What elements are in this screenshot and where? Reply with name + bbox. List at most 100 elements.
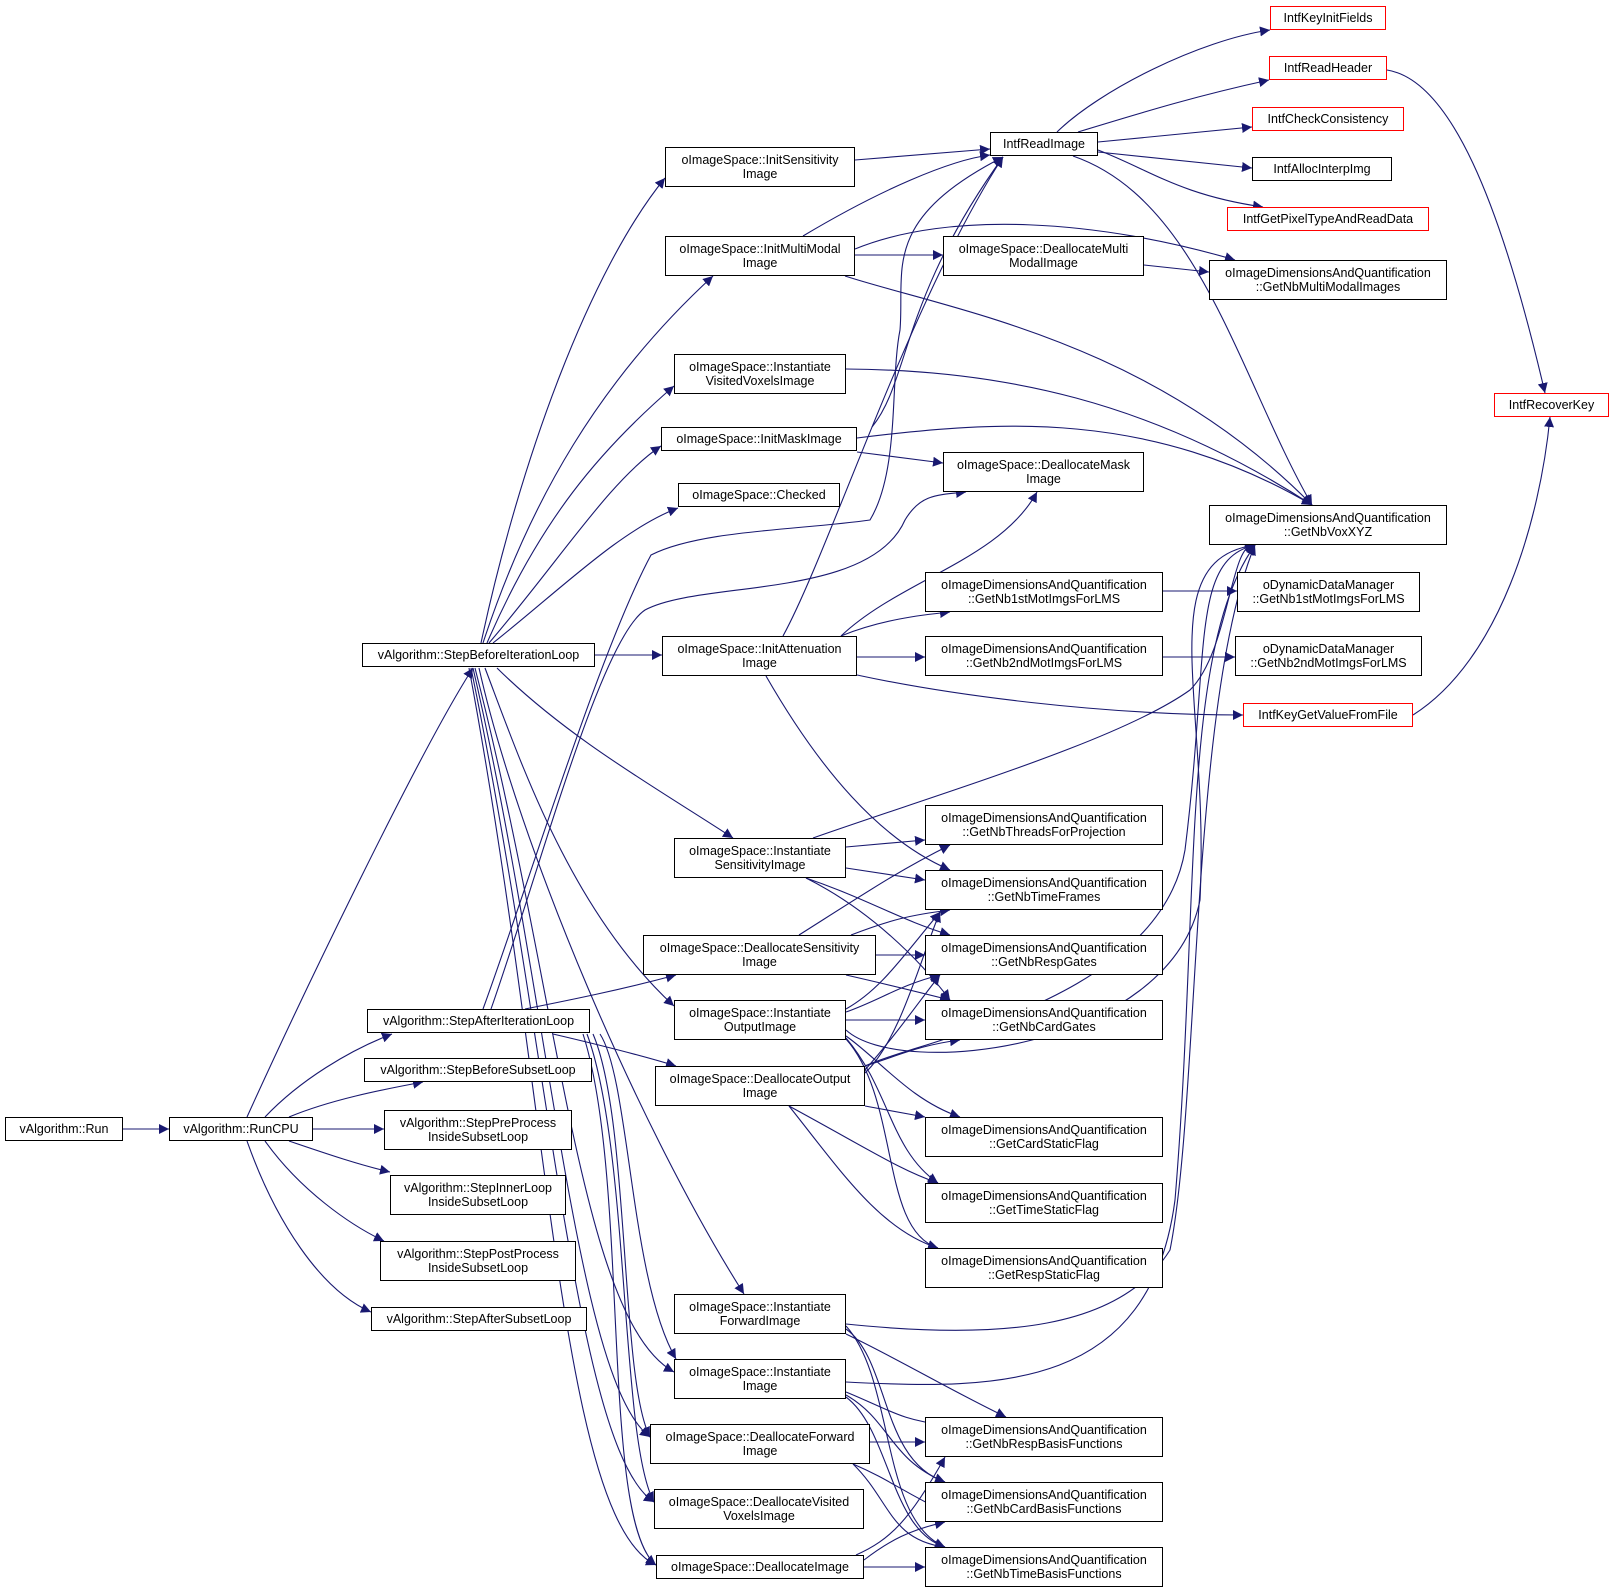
node-get-nb-vox-xyz[interactable]: oImageDimensionsAndQuantification::GetNb… <box>1209 505 1447 545</box>
call-edge <box>845 544 1256 1331</box>
node-step-after-iteration-loop[interactable]: vAlgorithm::StepAfterIterationLoop <box>367 1009 590 1033</box>
call-edge <box>264 1140 385 1242</box>
node-label-line: ::GetNbCardGates <box>992 1020 1096 1034</box>
node-label-line: VoxelsImage <box>723 1509 795 1523</box>
node-get-nb-multimodal-images[interactable]: oImageDimensionsAndQuantification::GetNb… <box>1209 260 1447 300</box>
node-label-line: oImageDimensionsAndQuantification <box>941 1123 1147 1137</box>
node-get-nb2nd-mot-imgs-for-lms[interactable]: oImageDimensionsAndQuantification::GetNb… <box>925 636 1163 676</box>
call-edge <box>850 906 951 936</box>
node-label-line: oImageSpace::InitMultiModal <box>679 242 841 256</box>
call-edge <box>246 667 474 1118</box>
call-edge <box>480 177 666 644</box>
node-ddm-get-nb2nd-mot-imgs-for-lms[interactable]: oDynamicDataManager::GetNb2ndMotImgsForL… <box>1235 636 1422 676</box>
node-checked[interactable]: oImageSpace::Checked <box>678 483 840 507</box>
node-label-line: ::GetNbTimeBasisFunctions <box>966 1567 1122 1581</box>
node-get-nb-card-basis-functions[interactable]: oImageDimensionsAndQuantification::GetNb… <box>925 1482 1163 1522</box>
call-edge <box>845 1328 946 1484</box>
call-edge <box>246 1140 372 1313</box>
node-deallocate-image[interactable]: oImageSpace::DeallocateImage <box>656 1555 864 1579</box>
node-label-line: oImageSpace::Instantiate <box>689 844 831 858</box>
call-edge <box>1143 264 1210 276</box>
call-edge <box>1077 77 1270 133</box>
call-edge <box>1072 155 1313 506</box>
node-init-mask-image[interactable]: oImageSpace::InitMaskImage <box>661 427 857 451</box>
node-label-line: oImageDimensionsAndQuantification <box>941 578 1147 592</box>
call-edge <box>864 1105 926 1121</box>
node-label-line: oImageSpace::DeallocateImage <box>671 1560 849 1574</box>
node-label-line: vAlgorithm::StepAfterIterationLoop <box>382 1014 575 1028</box>
node-intf-recover-key[interactable]: IntfRecoverKey <box>1494 393 1609 417</box>
node-step-after-subset-loop[interactable]: vAlgorithm::StepAfterSubsetLoop <box>371 1307 587 1331</box>
node-intf-read-header[interactable]: IntfReadHeader <box>1269 56 1387 80</box>
node-step-before-iteration-loop[interactable]: vAlgorithm::StepBeforeIterationLoop <box>362 643 595 667</box>
call-edge <box>845 368 1313 506</box>
node-label-line: oImageDimensionsAndQuantification <box>941 1488 1147 1502</box>
node-intf-check-consistency[interactable]: IntfCheckConsistency <box>1252 107 1404 131</box>
node-label-line: oImageSpace::DeallocateForward <box>665 1430 855 1444</box>
node-get-nb-resp-gates[interactable]: oImageDimensionsAndQuantification::GetNb… <box>925 935 1163 975</box>
node-label-line: vAlgorithm::Run <box>19 1122 109 1136</box>
call-edge <box>788 1105 939 1185</box>
node-valgorithm-runcpu[interactable]: vAlgorithm::RunCPU <box>169 1117 313 1141</box>
call-edge <box>586 1033 655 1503</box>
call-edge <box>490 487 967 1010</box>
node-get-time-static-flag[interactable]: oImageDimensionsAndQuantification::GetTi… <box>925 1183 1163 1223</box>
node-get-nb-card-gates[interactable]: oImageDimensionsAndQuantification::GetNb… <box>925 1000 1163 1040</box>
node-intf-read-image[interactable]: IntfReadImage <box>990 132 1098 156</box>
node-valgorithm-run[interactable]: vAlgorithm::Run <box>5 1117 123 1141</box>
node-get-resp-static-flag[interactable]: oImageDimensionsAndQuantification::GetRe… <box>925 1248 1163 1288</box>
node-label-line: InsideSubsetLoop <box>427 1195 529 1209</box>
call-edge <box>288 1078 424 1118</box>
node-ddm-get-nb1st-mot-imgs-for-lms[interactable]: oDynamicDataManager::GetNb1stMotImgsForL… <box>1237 572 1420 612</box>
node-get-nb-resp-basis-functions[interactable]: oImageDimensionsAndQuantification::GetNb… <box>925 1417 1163 1457</box>
node-label-line: oImageDimensionsAndQuantification <box>941 1423 1147 1437</box>
node-get-nb1st-mot-imgs-for-lms[interactable]: oImageDimensionsAndQuantification::GetNb… <box>925 572 1163 612</box>
node-label-line: oImageDimensionsAndQuantification <box>941 811 1147 825</box>
node-label-line: IntfReadImage <box>1003 137 1085 151</box>
node-intf-key-init-fields[interactable]: IntfKeyInitFields <box>1270 6 1386 30</box>
node-step-before-subset-loop[interactable]: vAlgorithm::StepBeforeSubsetLoop <box>364 1058 592 1082</box>
node-label-line: vAlgorithm::StepBeforeSubsetLoop <box>380 1063 576 1077</box>
node-intf-get-pixel-type-and-read-data[interactable]: IntfGetPixelTypeAndReadData <box>1227 207 1429 231</box>
node-label-line: IntfKeyInitFields <box>1283 11 1373 25</box>
node-label-line: oImageSpace::InitAttenuation <box>677 642 842 656</box>
call-edge <box>845 1325 946 1548</box>
node-label-line: oImageSpace::Instantiate <box>689 1300 831 1314</box>
node-label-line: oImageSpace::DeallocateMask <box>956 458 1130 472</box>
node-label-line: oImageSpace::DeallocateVisited <box>668 1495 850 1509</box>
node-label-line: oImageSpace::DeallocateOutput <box>669 1072 851 1086</box>
node-label-line: Image <box>742 1379 778 1393</box>
node-label-line: oImageDimensionsAndQuantification <box>941 941 1147 955</box>
node-get-nb-threads-for-projection[interactable]: oImageDimensionsAndQuantification::GetNb… <box>925 805 1163 845</box>
node-label-line: ::GetNb1stMotImgsForLMS <box>967 592 1121 606</box>
call-edge <box>845 1037 939 1184</box>
node-intf-key-get-value-from-file[interactable]: IntfKeyGetValueFromFile <box>1243 703 1413 727</box>
node-intf-alloc-interp-img[interactable]: IntfAllocInterpImg <box>1252 157 1392 181</box>
call-edge <box>852 1463 946 1551</box>
call-edge <box>845 974 951 1003</box>
call-edge <box>798 844 951 936</box>
node-get-nb-time-basis-functions[interactable]: oImageDimensionsAndQuantification::GetNb… <box>925 1547 1163 1587</box>
node-get-nb-time-frames[interactable]: oImageDimensionsAndQuantification::GetNb… <box>925 870 1163 910</box>
call-edge <box>845 867 926 884</box>
call-edge <box>812 538 1256 839</box>
node-get-card-static-flag[interactable]: oImageDimensionsAndQuantification::GetCa… <box>925 1117 1163 1157</box>
node-label-line: oImageDimensionsAndQuantification <box>941 876 1147 890</box>
